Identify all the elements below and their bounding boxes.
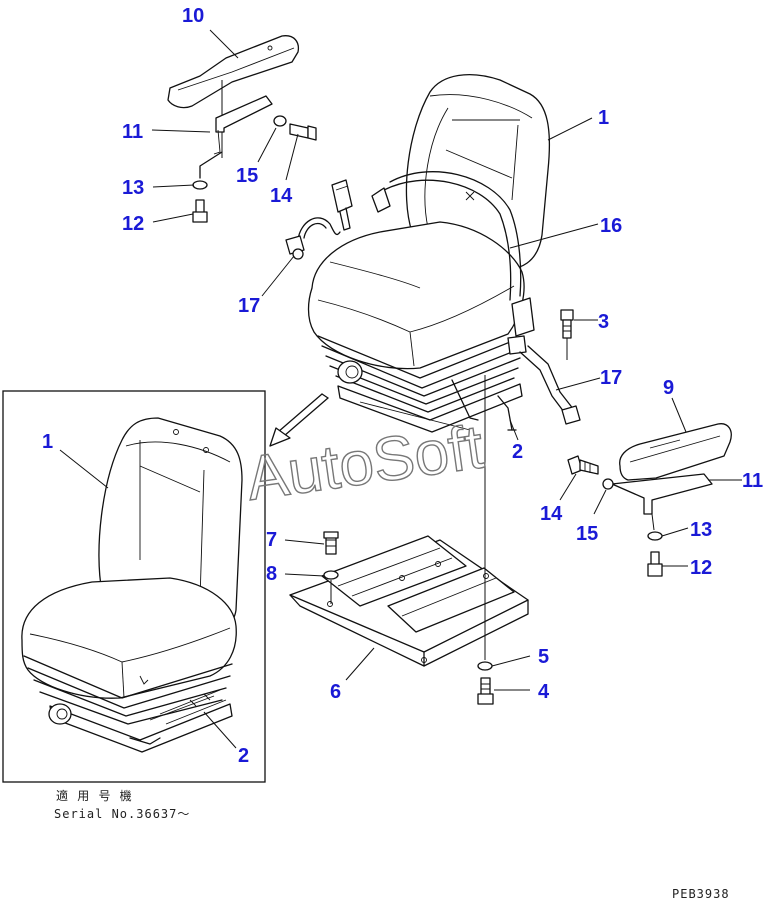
applicable-machines-label: 適 用 号 機 bbox=[56, 788, 133, 803]
callout-12-left: 12 bbox=[122, 213, 144, 235]
callout-5: 5 bbox=[538, 646, 549, 668]
inset-arrow bbox=[269, 393, 329, 447]
callout-1-inset: 1 bbox=[42, 431, 53, 453]
callout-11-right: 11 bbox=[742, 470, 763, 492]
callout-12-right: 12 bbox=[690, 557, 712, 579]
buckle-belt-right bbox=[519, 345, 581, 425]
callout-2-inset: 2 bbox=[238, 745, 249, 767]
inset-box bbox=[2, 390, 266, 783]
callout-11-left: 11 bbox=[122, 121, 143, 143]
watermark: AutoSoft bbox=[242, 412, 487, 513]
callout-6: 6 bbox=[330, 681, 341, 703]
buckle-belt-left bbox=[285, 179, 353, 260]
bolt-7-washer-8 bbox=[323, 531, 339, 604]
serial-number-label: Serial No.36637～ bbox=[54, 807, 190, 821]
bolt-3 bbox=[560, 309, 574, 360]
callout-4: 4 bbox=[538, 681, 550, 703]
callout-13-left: 13 bbox=[122, 177, 144, 199]
callout-9: 9 bbox=[663, 377, 674, 399]
callout-1-main: 1 bbox=[598, 107, 609, 129]
callout-labels: 10 11 13 12 15 14 1 16 17 3 17 9 2 11 14… bbox=[42, 5, 763, 767]
callout-7: 7 bbox=[266, 529, 277, 551]
drawing-code: PEB3938 bbox=[672, 887, 730, 901]
callout-15-right: 15 bbox=[576, 523, 598, 545]
main-seat bbox=[307, 74, 551, 433]
bolt-4-washer-5 bbox=[477, 375, 494, 705]
callout-13-right: 13 bbox=[690, 519, 712, 541]
armrest-left bbox=[167, 35, 317, 223]
armrest-right bbox=[567, 423, 732, 577]
leader-lines bbox=[59, 29, 742, 749]
callout-17-left: 17 bbox=[238, 295, 260, 317]
callout-10: 10 bbox=[182, 5, 204, 27]
callout-16: 16 bbox=[600, 215, 622, 237]
base-plate bbox=[289, 535, 529, 667]
callout-2-main: 2 bbox=[512, 441, 523, 463]
callout-14-right: 14 bbox=[540, 503, 563, 525]
callout-3: 3 bbox=[598, 311, 609, 333]
callout-17-right: 17 bbox=[600, 367, 622, 389]
callout-8: 8 bbox=[266, 563, 277, 585]
seat-belt bbox=[371, 171, 522, 301]
callout-14-left: 14 bbox=[270, 185, 293, 207]
callout-15-left: 15 bbox=[236, 165, 258, 187]
